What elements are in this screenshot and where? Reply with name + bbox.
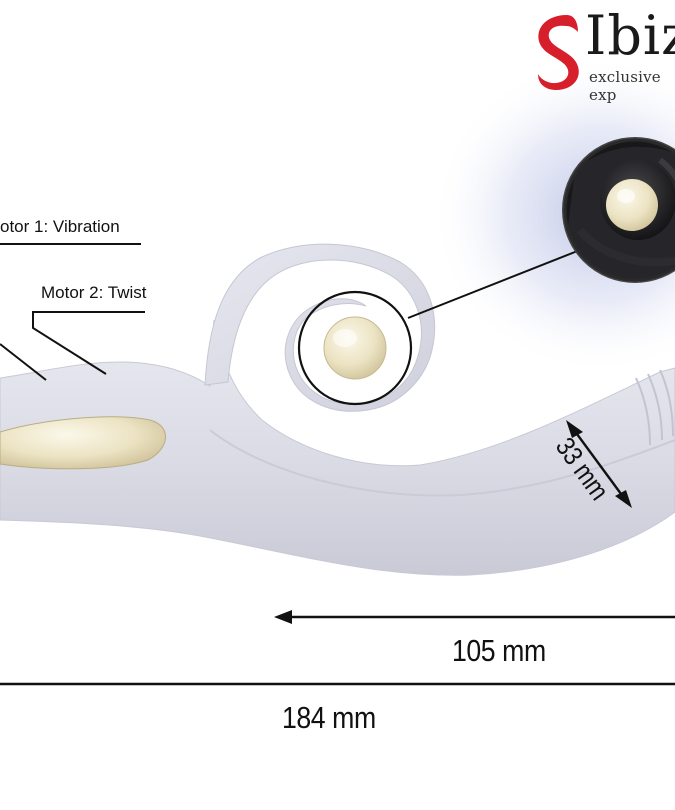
swirl-s-logo-icon [538, 15, 579, 90]
total-length-label: 184 mm [282, 700, 376, 735]
product-body [0, 319, 675, 576]
tip-ridges [635, 369, 674, 446]
motor1-label: otor 1: Vibration [0, 217, 120, 236]
motor1-leader [0, 343, 47, 381]
insertable-length-label: 105 mm [452, 633, 546, 668]
curl-gold-button [323, 316, 387, 380]
insertable-length-arrow [274, 610, 675, 624]
motor2-label: Motor 2: Twist [41, 283, 147, 302]
zoom-inset [562, 137, 675, 283]
curl-stem [204, 243, 436, 412]
product-contour [209, 429, 675, 497]
brand-name: Ibiz [585, 4, 675, 67]
motor2-leader [32, 311, 145, 375]
brand-tagline: exclusive exp [589, 68, 661, 104]
zoom-leader-line [407, 249, 581, 319]
handle-gold-panel [0, 416, 166, 470]
highlight-circle [297, 290, 413, 406]
zoom-glow [430, 55, 675, 375]
width-arrow [566, 420, 632, 508]
